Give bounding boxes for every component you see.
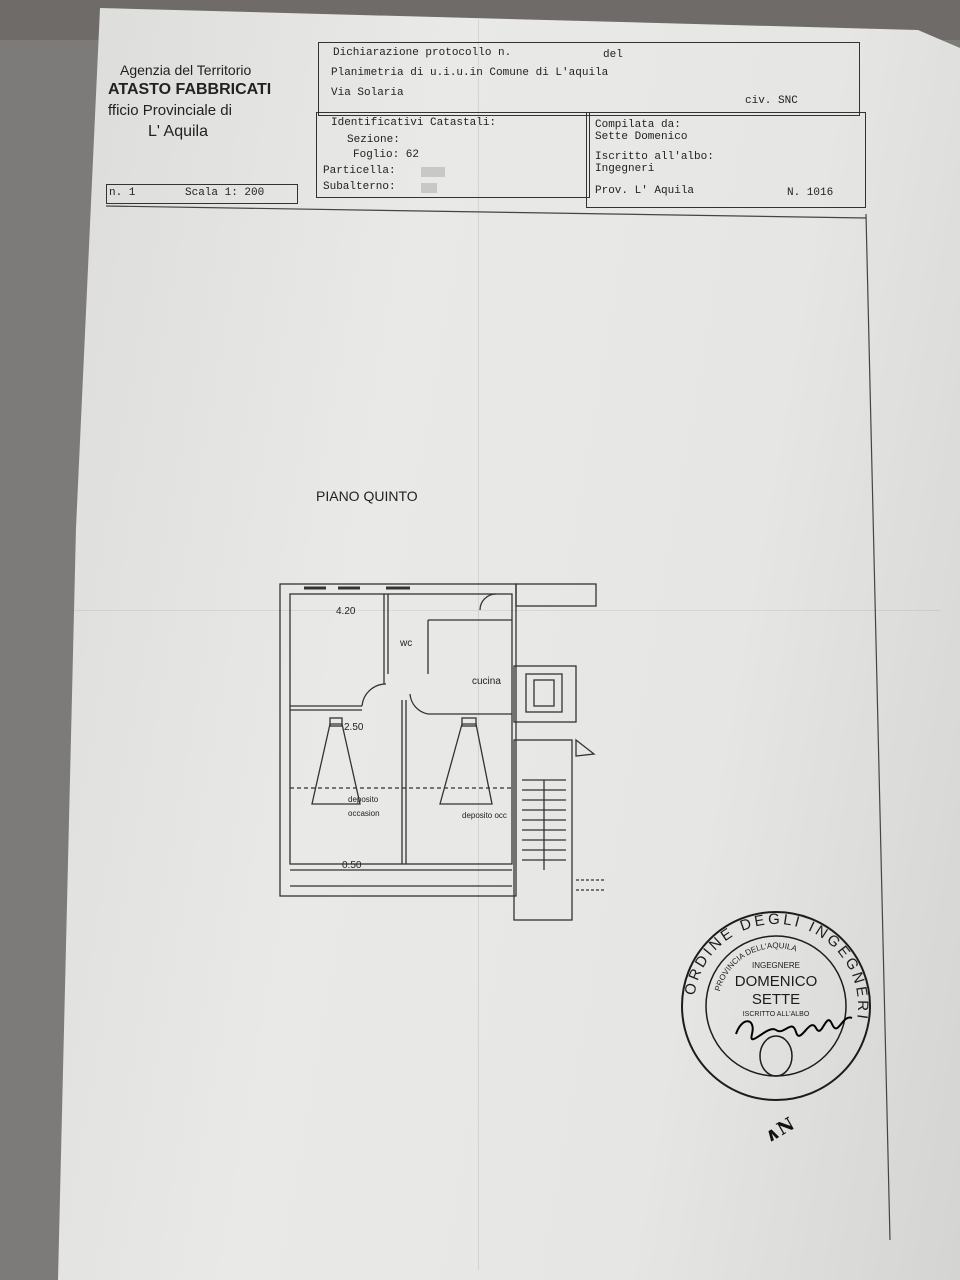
dim-mid-label: 2.50 bbox=[344, 722, 364, 733]
sezione-label: Sezione: bbox=[347, 134, 400, 146]
scale-box: n. 1 Scala 1: 200 bbox=[106, 184, 298, 204]
fold-vertical bbox=[478, 20, 479, 1270]
office-city: L' Aquila bbox=[148, 123, 208, 140]
foglio-label: Foglio: 62 bbox=[353, 149, 420, 161]
profession-label: Ingegneri bbox=[595, 163, 655, 175]
particella-redacted bbox=[421, 167, 445, 177]
storage-left-2: occasion bbox=[348, 809, 380, 818]
street-label: Via Solaria bbox=[331, 87, 404, 99]
registered-label: Iscritto all'albo: bbox=[595, 151, 714, 163]
dim-top-label: 4.20 bbox=[336, 606, 356, 617]
storage-left-1: deposito bbox=[348, 795, 379, 804]
engineer-stamp: ORDINE DEGLI INGEGNERI PROVINCIA DELL'AQ… bbox=[681, 911, 871, 1101]
compiled-box: Compilata da: Sette Domenico Iscritto al… bbox=[586, 112, 866, 208]
wc-label: wc bbox=[399, 638, 412, 649]
catasto-label: ATASTO FABBRICATI bbox=[108, 81, 272, 98]
registration-number: N. 1016 bbox=[787, 187, 834, 199]
office-label: fficio Provinciale di bbox=[108, 102, 232, 119]
agency-name: Agenzia del Territorio bbox=[120, 62, 252, 78]
floor-plan: 4.20 wc cucina 2.50 deposito occasion de… bbox=[279, 583, 606, 921]
identifiers-box: Identificativi Catastali: Sezione: Fogli… bbox=[316, 112, 590, 198]
planimetry-label: Planimetria di u.i.u.in Comune di L'aqui… bbox=[331, 67, 609, 79]
stamp-albo: ISCRITTO ALL'ALBO bbox=[743, 1011, 810, 1018]
storage-right: deposito occ bbox=[462, 811, 507, 820]
kitchen-label: cucina bbox=[472, 676, 501, 687]
identifiers-title: Identificativi Catastali: bbox=[331, 117, 497, 129]
compiled-name: Sette Domenico bbox=[595, 131, 688, 143]
subalterno-redacted bbox=[421, 183, 437, 193]
stamp-first: DOMENICO bbox=[735, 973, 818, 990]
protocol-label: Dichiarazione protocollo n. bbox=[333, 47, 512, 59]
civic-label: civ. SNC bbox=[745, 95, 798, 107]
sheet-scale: Scala 1: 200 bbox=[185, 187, 265, 199]
agency-header: Agenzia del Territorio ATASTO FABBRICATI… bbox=[108, 62, 308, 141]
stamp-portrait bbox=[759, 1035, 793, 1077]
dim-bottom-label: 0.50 bbox=[342, 860, 362, 871]
fold-horizontal bbox=[60, 610, 940, 611]
sheet-number: n. 1 bbox=[109, 187, 136, 199]
province-label: Prov. L' Aquila bbox=[595, 185, 695, 197]
del-label: del bbox=[603, 49, 623, 61]
stamp-last: SETTE bbox=[752, 991, 800, 1008]
floor-title: PIANO QUINTO bbox=[316, 488, 418, 504]
compiled-label: Compilata da: bbox=[595, 119, 681, 131]
subalterno-label: Subalterno: bbox=[323, 181, 396, 193]
handwritten-signature bbox=[735, 1016, 853, 1041]
particella-label: Particella: bbox=[323, 165, 396, 177]
stamp-title: INGEGNERE bbox=[752, 961, 800, 970]
